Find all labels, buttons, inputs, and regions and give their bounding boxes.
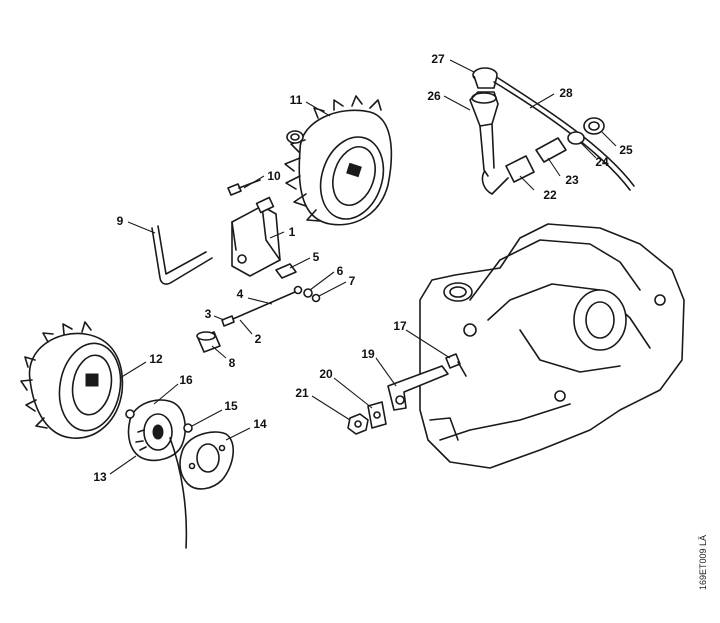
part-26-fitting (469, 91, 499, 177)
callout-26: 26 (427, 89, 441, 103)
part-1-ignition-module (231, 196, 281, 277)
part-14-plate (179, 431, 234, 490)
part-23-hose-sleeve (535, 137, 567, 163)
part-10-screw (227, 179, 261, 196)
callout-23: 23 (565, 173, 579, 187)
ground-wire (169, 437, 188, 549)
part-16-screw (125, 409, 135, 419)
part-8-plug (196, 331, 221, 353)
part-13-carrier (127, 399, 186, 462)
callout-2: 2 (255, 332, 262, 346)
part-19-bracket (387, 365, 449, 411)
callout-28: 28 (559, 86, 573, 100)
part-22-filter (481, 155, 535, 195)
callout-labels: 11 10 9 1 5 6 7 4 3 2 8 12 16 15 14 13 1… (93, 52, 633, 484)
part-7-screw (311, 293, 321, 303)
callout-13: 13 (93, 470, 107, 484)
part-6-screw (303, 288, 313, 298)
callout-21: 21 (295, 386, 309, 400)
callout-5: 5 (313, 250, 320, 264)
part-24-grommet (567, 131, 585, 145)
callout-17: 17 (393, 319, 407, 333)
part-15-pin (183, 423, 193, 433)
callout-8: 8 (229, 356, 236, 370)
callout-25: 25 (619, 143, 633, 157)
drawing-reference-code: 169ET009 LÄ (698, 535, 708, 590)
part-9-bent-rod (151, 225, 213, 285)
part-3-terminal (221, 315, 235, 327)
callout-20: 20 (319, 367, 333, 381)
callout-4: 4 (237, 287, 244, 301)
callout-10: 10 (267, 169, 281, 183)
callout-27: 27 (431, 52, 445, 66)
callout-6: 6 (337, 264, 344, 278)
callout-7: 7 (349, 274, 356, 288)
callout-15: 15 (224, 399, 238, 413)
part-21-nut (347, 413, 369, 435)
part-20-washer (367, 401, 387, 429)
part-25-grommet (583, 117, 605, 135)
part-27-cap (472, 67, 498, 89)
part-12-flywheel-lower (20, 321, 124, 439)
callout-12: 12 (149, 352, 163, 366)
callout-14: 14 (253, 417, 267, 431)
part-28-hose (493, 77, 635, 191)
callout-11: 11 (290, 93, 303, 107)
callout-16: 16 (179, 373, 193, 387)
callout-9: 9 (117, 214, 124, 228)
callout-22: 22 (543, 188, 557, 202)
part-4-lead-wire (225, 285, 303, 323)
callout-24: 24 (595, 155, 609, 169)
part-11-flywheel-upper (284, 95, 393, 226)
leader-lines (109, 59, 617, 475)
callout-1: 1 (289, 225, 296, 239)
crankcase (419, 223, 685, 469)
callout-3: 3 (205, 307, 212, 321)
callout-19: 19 (361, 347, 375, 361)
